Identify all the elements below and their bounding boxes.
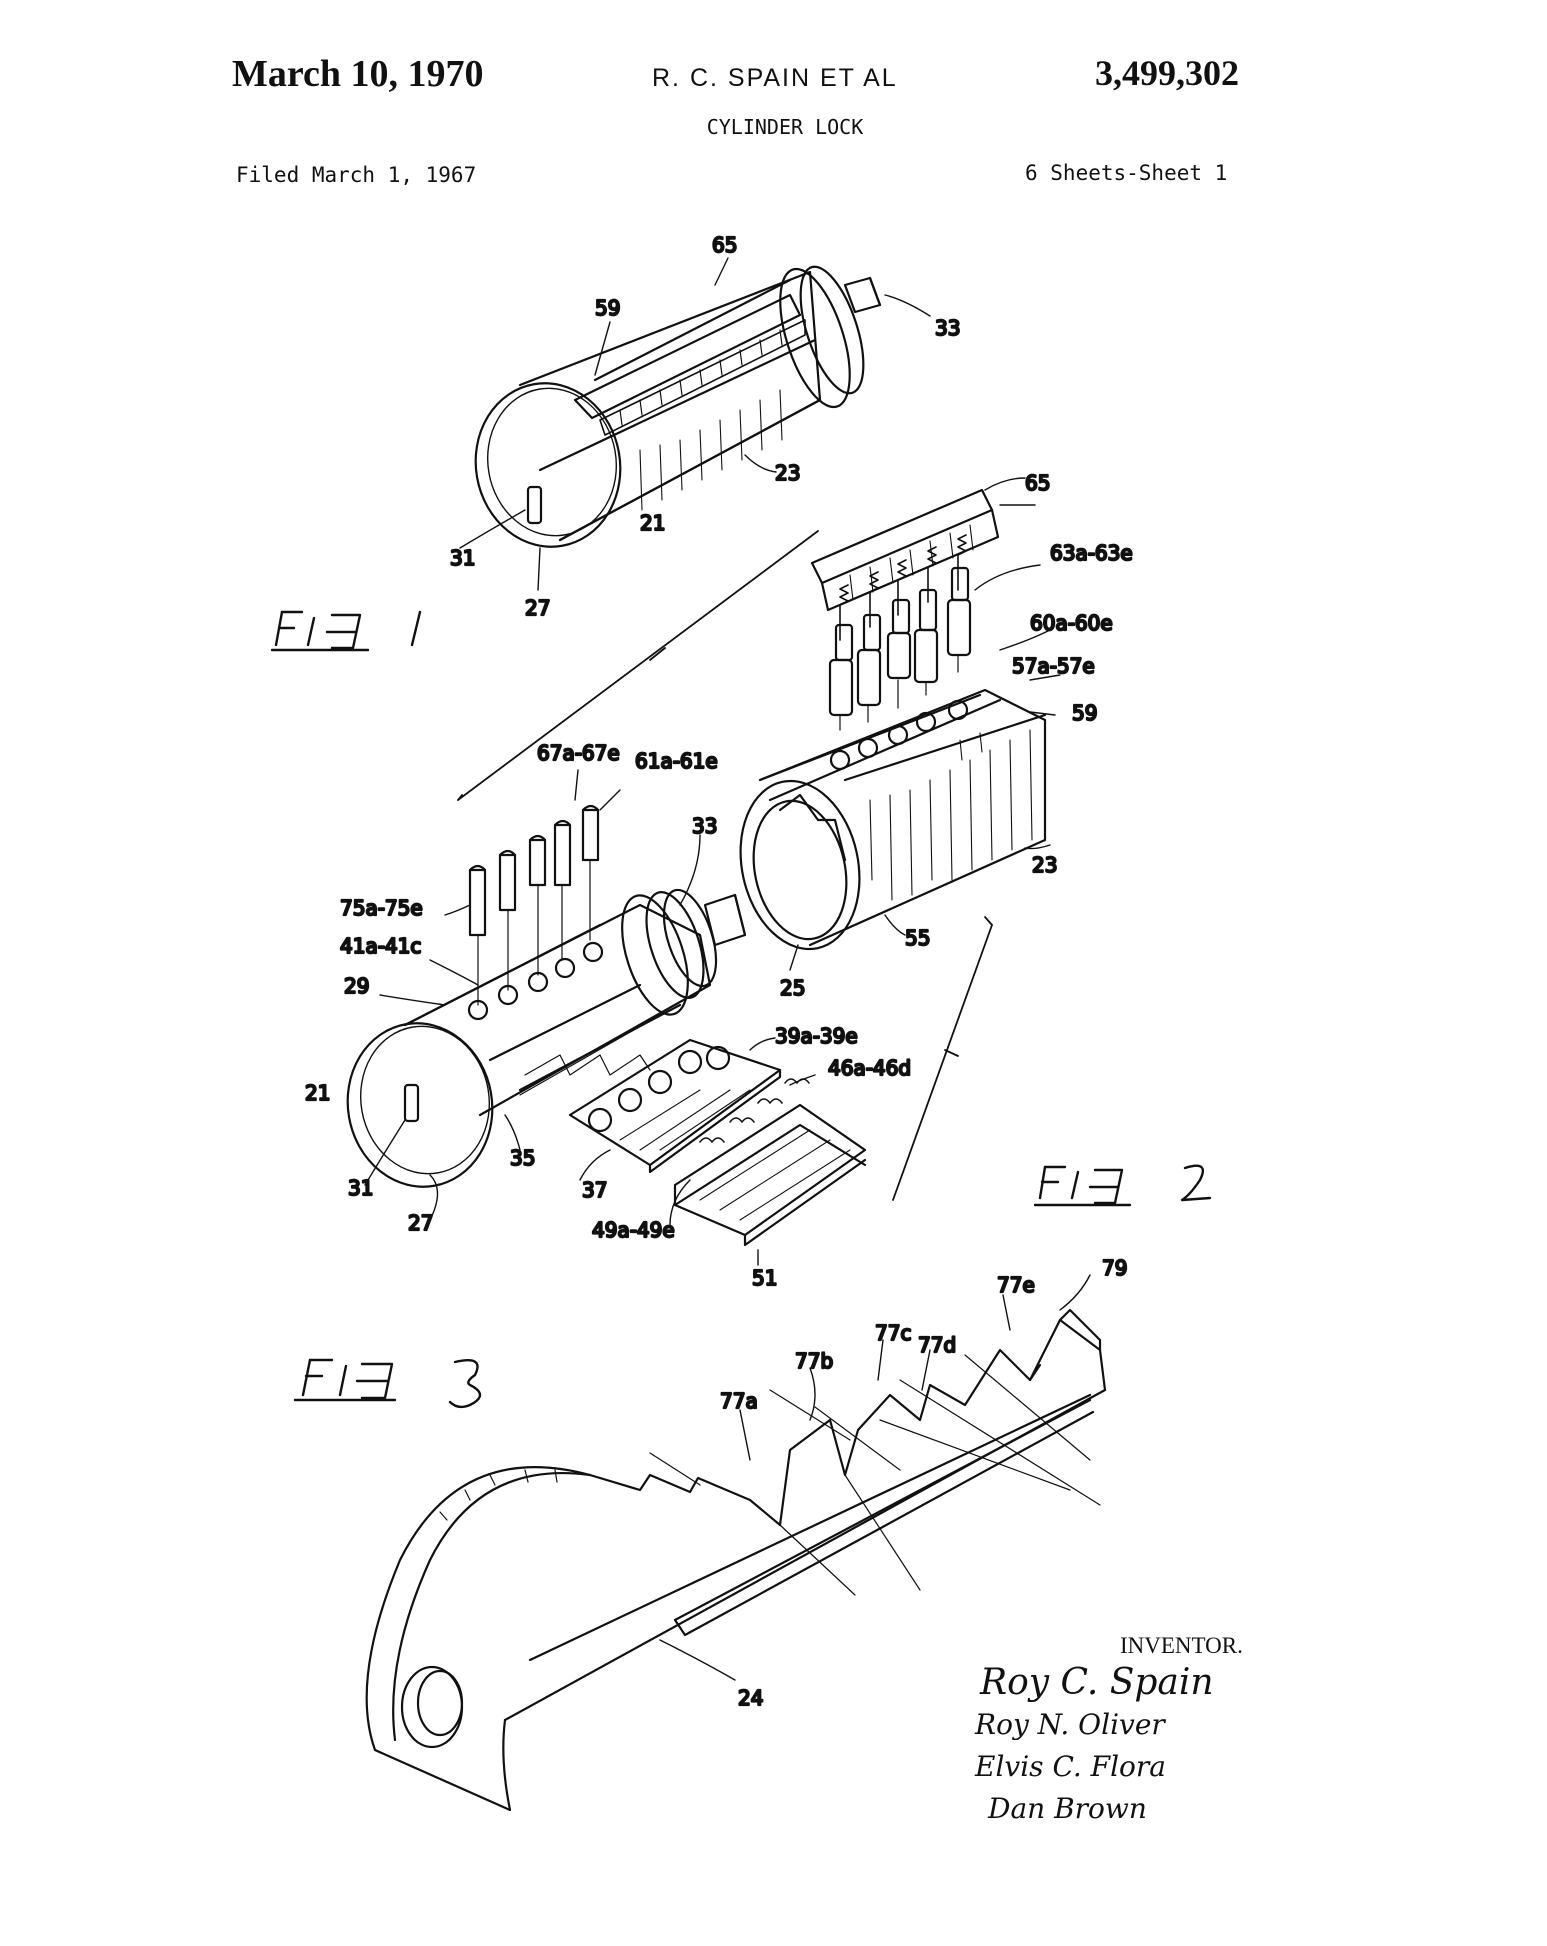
label-fig2-29: 29 [344, 974, 369, 998]
fig1-assembled-lock [459, 257, 931, 591]
patent-number: 3,499,302 [1095, 53, 1239, 93]
label-fig3-77c: 77c [875, 1321, 911, 1345]
fig2-plug [346, 834, 747, 1221]
inventor-signature-3: Elvis C. Flora [975, 1750, 1166, 1783]
fig2-shell [739, 477, 1061, 971]
label-fig1-33: 33 [935, 316, 960, 340]
fig2-retainer-bar [810, 488, 1000, 612]
fig3-title-strokes [293, 1358, 482, 1409]
inventor-signature-2: Roy N. Oliver [975, 1708, 1165, 1741]
label-fig3-79: 79 [1102, 1256, 1127, 1280]
label-fig3-77e: 77e [997, 1273, 1035, 1297]
inventor-heading: INVENTOR. [1120, 1633, 1243, 1658]
patent-inventors: R. C. SPAIN ET AL [652, 64, 898, 92]
label-fig2-55: 55 [905, 926, 930, 950]
label-fig2-63: 63a-63e [1050, 541, 1133, 565]
fig2-tumblers [379, 769, 621, 1006]
fig2-brackets [457, 530, 993, 1201]
label-fig2-25: 25 [780, 976, 805, 1000]
inventor-signature-1: Roy C. Spain [980, 1662, 1214, 1703]
fig1-title-strokes [270, 610, 422, 652]
label-fig2-35: 35 [510, 1146, 535, 1170]
label-fig3-77d: 77d [918, 1333, 956, 1357]
patent-title: CYLINDER LOCK [706, 115, 864, 139]
patent-date: March 10, 1970 [232, 53, 484, 95]
label-fig3-24: 24 [738, 1686, 763, 1710]
label-fig2-75: 75a-75e [340, 896, 423, 920]
label-fig3-77b: 77b [795, 1349, 833, 1373]
label-fig2-59: 59 [1072, 701, 1097, 725]
fig2-springs-and-pins [828, 534, 972, 731]
label-fig2-33: 33 [692, 814, 717, 838]
label-fig2-41: 41a-41c [340, 934, 421, 958]
label-fig2-37: 37 [582, 1178, 607, 1202]
label-fig1-23: 23 [775, 461, 800, 485]
sheet-count: 6 Sheets-Sheet 1 [1025, 161, 1228, 185]
fig3-key [365, 1274, 1107, 1812]
label-fig2-31: 31 [348, 1176, 373, 1200]
label-fig2-60: 60a-60e [1030, 611, 1113, 635]
label-fig2-57: 57a-57e [1012, 654, 1095, 678]
filed-date: Filed March 1, 1967 [236, 163, 477, 187]
label-fig3-77a: 77a [720, 1389, 758, 1413]
label-fig2-21: 21 [305, 1081, 330, 1105]
label-fig2-51: 51 [752, 1266, 777, 1290]
label-fig1-27: 27 [525, 596, 550, 620]
label-fig2-39: 39a-39e [775, 1024, 858, 1048]
label-fig2-46: 46a-46d [828, 1056, 911, 1080]
fig2-title-strokes [1033, 1164, 1212, 1207]
label-fig2-67: 67a-67e [537, 741, 620, 765]
label-fig1-59: 59 [595, 296, 620, 320]
label-fig2-23: 23 [1032, 853, 1057, 877]
fig2-side-bar [568, 1037, 867, 1266]
label-fig2-27: 27 [408, 1211, 433, 1235]
label-fig1-65: 65 [712, 233, 737, 257]
label-fig2-65: 65 [1025, 471, 1050, 495]
label-fig2-49: 49a-49e [592, 1218, 675, 1242]
inventor-signature-4: Dan Brown [988, 1792, 1147, 1825]
label-fig1-31: 31 [450, 546, 475, 570]
label-fig2-61: 61a-61e [635, 749, 718, 773]
label-fig1-21: 21 [640, 511, 665, 535]
